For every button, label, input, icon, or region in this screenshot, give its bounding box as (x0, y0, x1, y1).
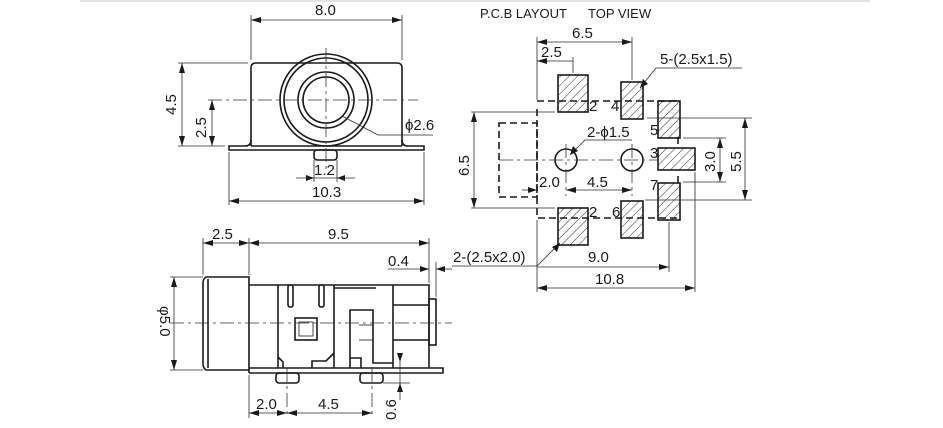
pcb-layout: P.C.B LAYOUT TOP VIEW 2 4 5 3 7 2 6 2-ϕ (452, 6, 752, 292)
height-4-5-label: 4.5 (163, 94, 180, 115)
pad-number: 2 (589, 98, 597, 115)
pad-span-label: 5.5 (728, 151, 745, 172)
pin-height-label: 0.6 (383, 399, 400, 420)
side-window (294, 317, 318, 341)
front-body (250, 62, 403, 146)
pad-3 (657, 147, 696, 171)
pad-2-top (557, 74, 589, 113)
pad-spec-small-label: 5-(2.5x1.5) (660, 51, 733, 68)
front-pin (313, 149, 338, 161)
pad-6 (620, 200, 644, 239)
hole-diameter-label: ϕ2.6 (405, 117, 434, 134)
width-10-3-label: 10.3 (312, 184, 341, 201)
pad-spec-large-label: 2-(2.5x2.0) (453, 249, 526, 266)
diameter-label: φ5.0 (156, 306, 173, 337)
height-2-5-label: 2.5 (193, 117, 210, 138)
pad-offset-label: 2.5 (541, 44, 562, 61)
side-pin-1 (275, 372, 300, 384)
pad-number: 2 (589, 204, 597, 221)
pin-pitch-label: 4.5 (318, 396, 339, 413)
pad-number: 7 (650, 177, 658, 194)
pad-7 (657, 182, 681, 221)
body-length-label: 9.5 (328, 226, 349, 243)
pin-width-label: 1.2 (314, 162, 335, 179)
pad-number: 4 (611, 98, 619, 115)
pin-offset-label: 2.0 (256, 396, 277, 413)
side-pin-2 (359, 372, 384, 384)
side-button (428, 298, 437, 346)
pad-5 (657, 100, 681, 139)
width-8-label: 8.0 (315, 2, 336, 19)
top-view-title: TOP VIEW (588, 6, 652, 21)
span-top-label: 6.5 (572, 25, 593, 42)
width-inner-label: 9.0 (588, 249, 609, 266)
front-view: ϕ2.6 8.0 4.5 2.5 1.2 10.3 (163, 2, 434, 205)
pad-4 (620, 81, 644, 120)
side-front-cap (202, 276, 250, 371)
pad-number: 6 (612, 204, 620, 221)
width-total-label: 10.8 (595, 271, 624, 288)
hole-pitch-label: 4.5 (587, 174, 608, 191)
height-left-label: 6.5 (456, 155, 473, 176)
pad-number: 5 (650, 122, 658, 139)
hole-offset-label: 2.0 (539, 174, 560, 191)
front-length-label: 2.5 (212, 226, 233, 243)
pad-gap-label: 3.0 (702, 151, 719, 172)
right-tab (401, 139, 425, 151)
side-view: 2.5 9.5 0.4 φ5.0 2.0 4.5 0.6 (156, 226, 452, 420)
offset-label: 0.4 (388, 253, 409, 270)
hole-spec-label: 2-ϕ1.5 (587, 124, 630, 141)
pad-number: 3 (650, 145, 658, 162)
left-tab (228, 139, 252, 151)
pad-2-bottom (557, 207, 589, 246)
pcb-layout-title: P.C.B LAYOUT (480, 6, 567, 21)
